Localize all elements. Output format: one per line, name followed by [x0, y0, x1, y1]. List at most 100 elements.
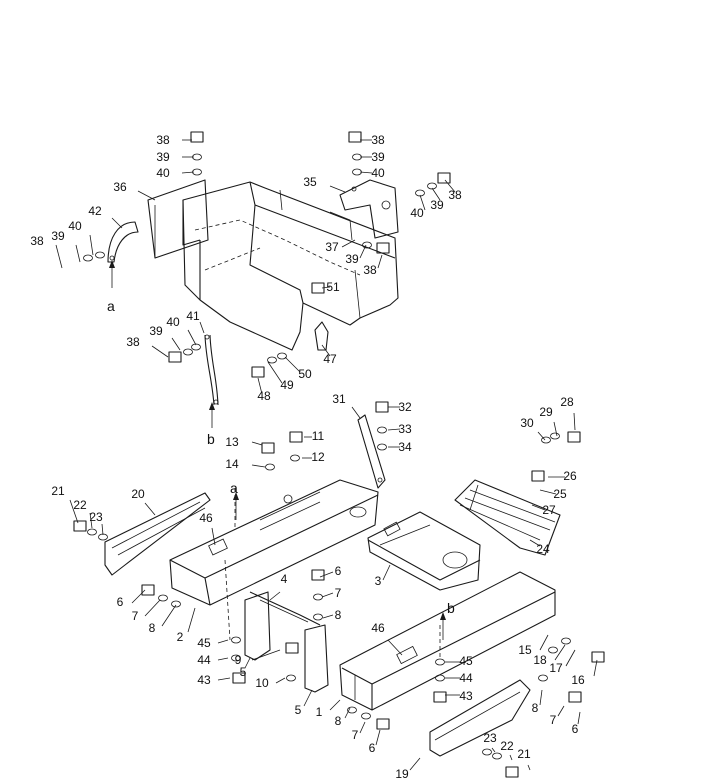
- part-callout-label: 45: [459, 654, 473, 668]
- washer-icon: [87, 528, 97, 536]
- part-callout-label: 6: [117, 595, 124, 609]
- washer-icon: [290, 454, 300, 462]
- washer-icon: [95, 251, 105, 259]
- part-callout-label: 46: [371, 621, 385, 635]
- leader-line: [151, 345, 169, 358]
- part-callout-label: 11: [312, 429, 325, 443]
- leader-line: [319, 571, 334, 578]
- part-callout-label: 1: [316, 705, 323, 719]
- leader-line: [55, 244, 63, 269]
- leader-line: [321, 286, 331, 289]
- leader-line: [341, 239, 356, 248]
- part-callout-label: 5: [240, 665, 247, 679]
- leader-line: [217, 677, 231, 681]
- part-callout-label: 8: [335, 608, 342, 622]
- washer-icon: [561, 637, 571, 645]
- leader-line: [329, 185, 346, 193]
- part-callout-label: 39: [51, 229, 65, 243]
- bolt-icon: [251, 366, 265, 378]
- leader-line: [69, 499, 79, 524]
- part-callout-label: 2: [177, 630, 184, 644]
- bolt-icon: [289, 431, 303, 443]
- part-callout-label: 40: [156, 166, 170, 180]
- bolt-icon: [433, 691, 447, 703]
- part-callout-label: 40: [410, 206, 424, 220]
- leader-line: [251, 464, 266, 468]
- leader-line: [303, 689, 313, 707]
- part-callout-label: 42: [88, 204, 102, 218]
- cross-member-3: [367, 511, 481, 591]
- side-panel-36: [147, 179, 209, 259]
- leader-line: [144, 599, 161, 617]
- bolt-icon: [311, 569, 325, 581]
- frame-1: [339, 571, 556, 711]
- part-callout-label: 8: [335, 714, 342, 728]
- part-callout-label: 38: [126, 335, 140, 349]
- leader-line: [267, 361, 283, 384]
- panel-24: [454, 479, 561, 556]
- bolt-icon: [285, 642, 299, 654]
- part-callout-label: 21: [517, 747, 531, 761]
- part-callout-label: 24: [536, 542, 550, 556]
- washer-icon: [377, 443, 387, 451]
- leader-line: [539, 634, 549, 651]
- part-callout-label: 46: [199, 511, 213, 525]
- part-callout-label: 38: [371, 133, 385, 147]
- part-callout-label: 22: [73, 498, 87, 512]
- washer-icon: [313, 593, 323, 601]
- leader-line: [382, 564, 391, 581]
- leader-line: [284, 356, 301, 373]
- leader-line: [187, 329, 197, 346]
- part-callout-label: 38: [156, 133, 170, 147]
- leader-line: [187, 607, 196, 633]
- leader-line: [359, 244, 367, 259]
- part-callout-label: 40: [371, 166, 385, 180]
- part-callout-label: 7: [132, 609, 139, 623]
- washer-icon: [550, 432, 560, 440]
- part-callout-label: 18: [533, 653, 547, 667]
- washer-icon: [362, 241, 372, 249]
- leader-line: [359, 171, 373, 174]
- rod-41: [204, 334, 219, 406]
- stay-31: [357, 414, 386, 489]
- part-callout-label: 7: [352, 728, 359, 742]
- leader-line: [199, 321, 205, 334]
- bolt-icon: [568, 691, 582, 703]
- reference-letter: b: [207, 431, 215, 447]
- part-callout-label: 27: [542, 503, 556, 517]
- leader-line: [593, 659, 598, 677]
- part-callout-label: 6: [572, 722, 579, 736]
- leader-line: [531, 504, 546, 511]
- leader-line: [529, 539, 541, 547]
- bolt-icon: [531, 470, 545, 482]
- leader-line: [131, 589, 146, 604]
- part-callout-label: 37: [325, 240, 339, 254]
- part-callout-label: 39: [345, 252, 359, 266]
- reference-letter: a: [230, 480, 238, 496]
- leader-line: [275, 677, 286, 684]
- leader-line: [419, 194, 426, 211]
- fasteners: [73, 131, 605, 778]
- leader-line: [444, 179, 456, 193]
- leader-line: [89, 234, 94, 256]
- leader-line: [161, 604, 177, 627]
- part-callout-label: 17: [549, 661, 563, 675]
- washer-icon: [231, 636, 241, 644]
- leader-line: [387, 639, 403, 656]
- bolt-icon: [505, 766, 519, 778]
- washer-icon: [171, 600, 181, 608]
- bolt-icon: [437, 172, 451, 184]
- bolt-icon: [376, 718, 390, 730]
- part-callout-label: 21: [51, 484, 65, 498]
- part-callout-label: 10: [255, 676, 269, 690]
- washer-icon: [541, 436, 551, 444]
- part-callout-label: 16: [571, 673, 585, 687]
- part-callout-label: 19: [395, 767, 409, 781]
- washer-icon: [191, 343, 201, 351]
- part-callout-label: 14: [225, 457, 239, 471]
- leader-line: [251, 649, 281, 661]
- washer-icon: [427, 182, 437, 190]
- washer-icon: [313, 613, 323, 621]
